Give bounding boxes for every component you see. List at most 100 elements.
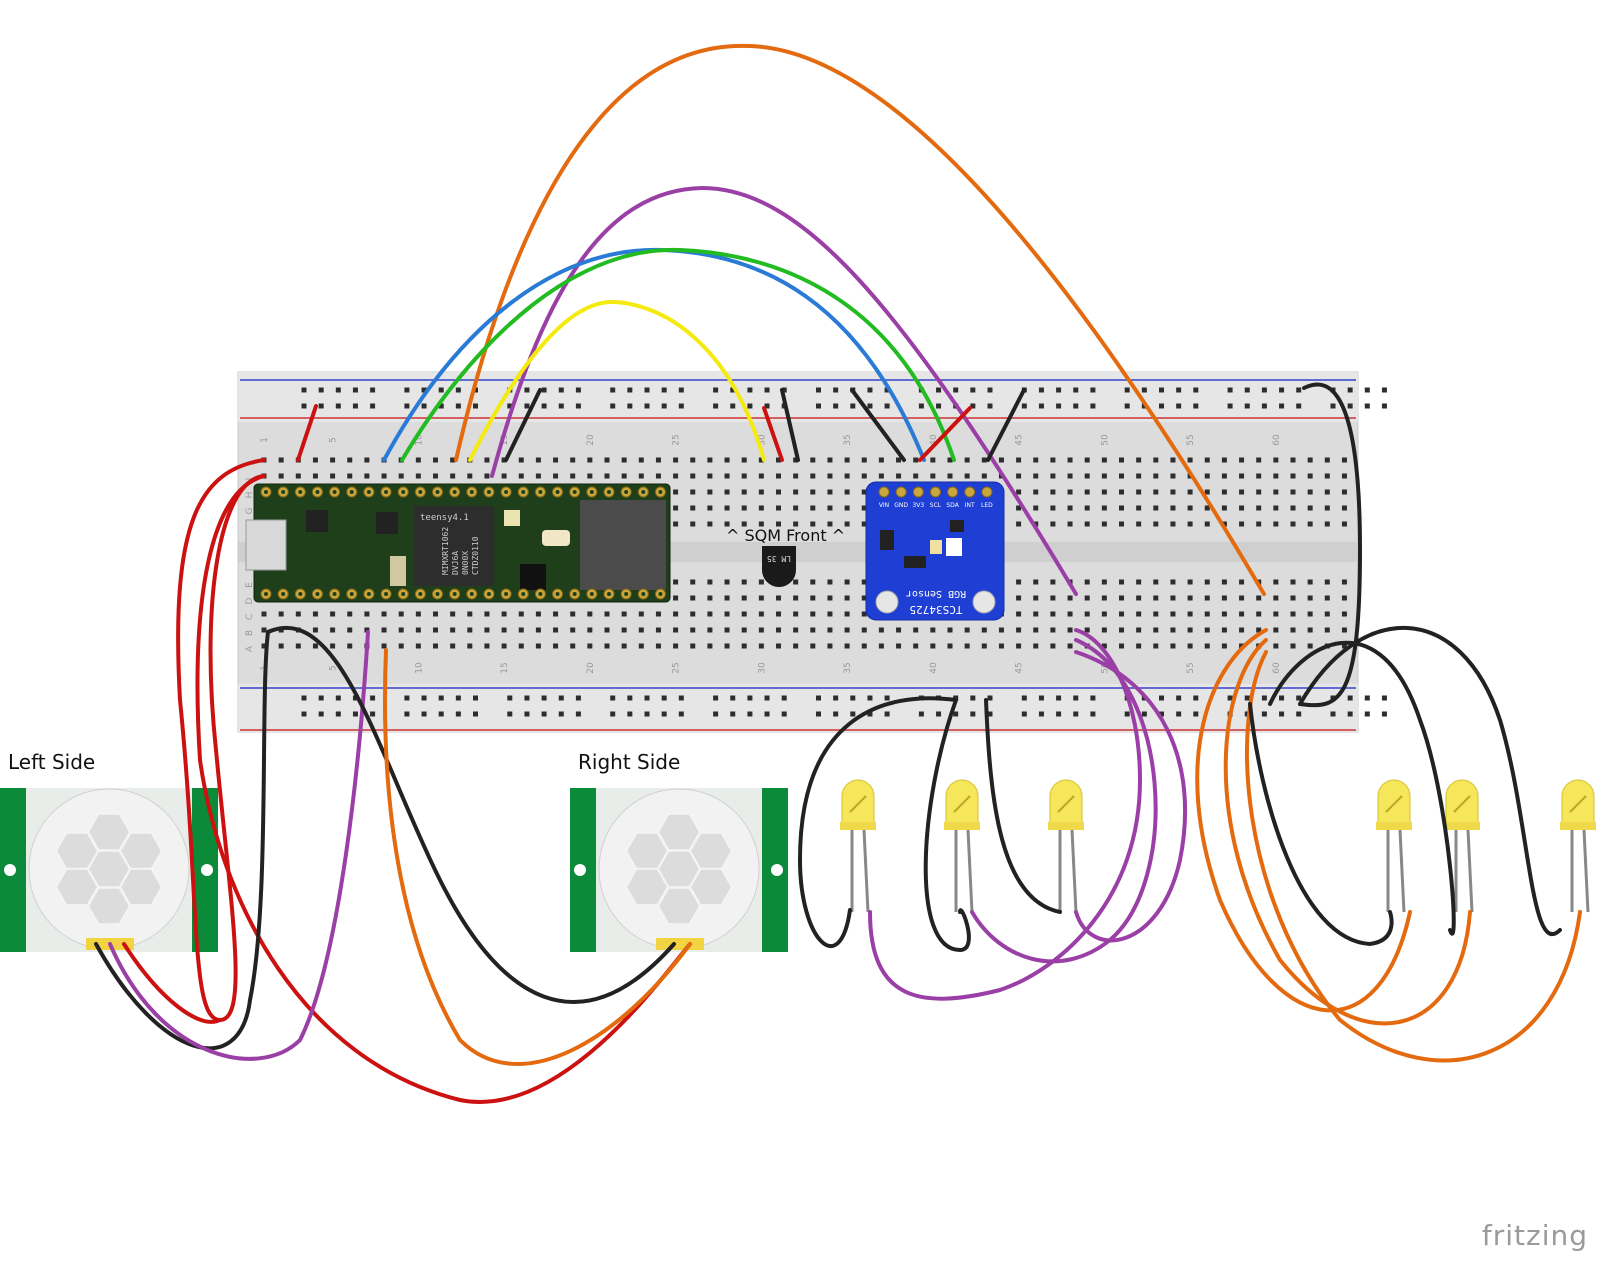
rail-hole [404,695,410,701]
rail-hole [1159,695,1164,701]
pir-right-lens [624,812,734,926]
sensor-pin-label: VIN [879,502,889,509]
rail-hole [1227,403,1233,409]
breadboard-hole [1239,521,1245,527]
breadboard-hole [758,627,764,633]
teensy-pins [260,486,666,600]
rail-hole [884,387,890,393]
breadboard-hole [1256,611,1262,617]
teensy-pin-hole [315,490,320,494]
breadboard-hole [535,473,541,479]
breadboard-hole [1033,505,1039,511]
teensy-pin-hole [624,592,629,596]
breadboard-hole [450,457,456,463]
breadboard-hole [913,643,919,649]
rail-hole [987,403,993,409]
breadboard-hole [1016,457,1022,463]
rail-hole [953,711,959,717]
breadboard-hole [776,611,781,617]
breadboard-hole [1084,521,1090,527]
rail-hole [1330,403,1336,409]
rail-hole [953,387,959,393]
breadboard-hole [1204,457,1210,463]
breadboard-hole [330,457,336,463]
rail-hole [1381,387,1387,393]
teensy-pin-hole [349,490,354,494]
breadboard-hole [1307,627,1313,633]
rail-hole [644,695,650,701]
breadboard-hole [1256,457,1262,463]
breadboard-hole [1153,627,1159,633]
rail-hole [1159,403,1164,409]
teensy-pin-hole [555,592,560,596]
breadboard-hole [484,627,490,633]
rail-hole [455,711,461,717]
breadboard-hole [1307,521,1313,527]
wire-orange-right-2 [1223,638,1472,1026]
breadboard-hole [707,457,713,463]
rail-hole [661,387,667,393]
breadboard-hole [1050,627,1056,633]
breadboard-hole [1033,473,1039,479]
breadboard-hole [1290,579,1296,585]
breadboard-hole [1239,457,1245,463]
row-letter: G [245,507,255,514]
breadboard-hole [415,457,421,463]
sensor-pin [895,486,907,498]
breadboard-hole [1290,611,1296,617]
yellow-led [1376,779,1412,913]
breadboard-hole [655,457,661,463]
breadboard-hole [844,505,850,511]
teensy-pin-hole [452,592,457,596]
rail-hole [370,711,376,717]
rail-hole [1193,711,1199,717]
teensy-pin-hole [641,490,646,494]
teensy-pin-hole [435,490,440,494]
rail-hole [1073,711,1079,717]
breadboard-hole [861,595,867,601]
rail-hole [644,387,650,393]
breadboard-hole [433,457,438,463]
rail-hole [661,711,667,717]
teensy-pin-hole [452,490,457,494]
teensy-pin-hole [538,490,543,494]
breadboard-hole [1273,521,1279,527]
wire-black-jumper-4 [986,388,1026,462]
wire-red-pir-left [122,942,222,1024]
breadboard-hole [1221,627,1227,633]
breadboard-hole [330,643,336,649]
breadboard-hole [1187,521,1193,527]
rail-hole [1124,403,1130,409]
breadboard-hole [793,611,799,617]
breadboard-hole [1239,579,1245,585]
rail-hole [644,403,650,409]
wire-purple-led-2 [970,638,1158,964]
breadboard-hole [1033,457,1039,463]
breadboard-hole [433,627,438,633]
rail-hole [335,711,341,717]
rail-hole [473,403,478,409]
rail-hole [1244,695,1250,701]
breadboard-hole [758,521,764,527]
breadboard-hole [467,643,473,649]
breadboard-hole [913,473,919,479]
teensy-pin-hole [624,490,629,494]
row-letter: A [245,645,255,652]
breadboard-hole [1341,627,1347,633]
teensy-pin-hole [555,490,560,494]
breadboard-hole [998,457,1004,463]
breadboard-hole [844,643,850,649]
rail-hole [816,695,821,701]
breadboard-hole [501,643,507,649]
rail-hole [335,387,341,393]
breadboard-hole [1033,627,1039,633]
breadboard-hole [810,643,816,649]
breadboard-hole [1307,595,1313,601]
breadboard-hole [1187,611,1193,617]
breadboard-hole [1084,611,1090,617]
teensy-pin-hole [521,592,526,596]
breadboard-hole [1067,643,1073,649]
teensy-pin-hole [658,592,663,596]
rail-hole [1176,695,1182,701]
row-letter: D [245,597,255,604]
